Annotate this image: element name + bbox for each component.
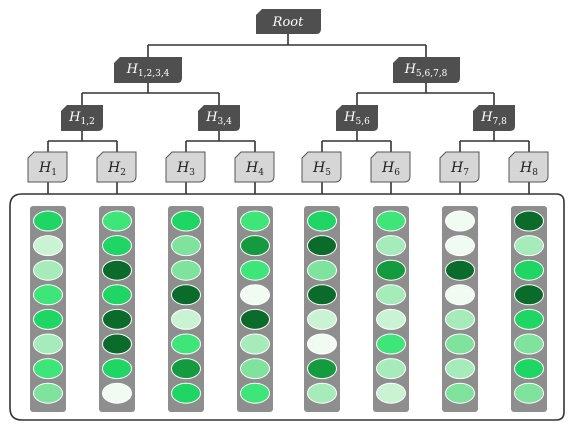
cell-2-6 xyxy=(102,333,132,355)
cell-1-1 xyxy=(33,210,63,232)
cell-1-3 xyxy=(33,259,63,281)
cell-6-6 xyxy=(376,333,406,355)
svg-text:H5,6,7,8: H5,6,7,8 xyxy=(404,62,448,79)
cell-8-8 xyxy=(514,382,544,404)
cell-4-8 xyxy=(240,382,270,404)
cell-8-2 xyxy=(514,235,544,257)
cell-7-1 xyxy=(445,210,475,232)
cell-1-8 xyxy=(33,382,63,404)
cell-5-3 xyxy=(307,259,337,281)
node-h-7-8: H7,8 xyxy=(473,105,515,131)
cell-1-2 xyxy=(33,235,63,257)
leaf-node-h5: H5 xyxy=(301,151,342,183)
cell-6-3 xyxy=(376,259,406,281)
cell-5-4 xyxy=(307,284,337,306)
cell-1-7 xyxy=(33,358,63,380)
cell-5-1 xyxy=(307,210,337,232)
root-node: Root xyxy=(256,9,321,34)
cell-5-2 xyxy=(307,235,337,257)
cell-3-1 xyxy=(171,210,201,232)
cell-2-7 xyxy=(102,358,132,380)
cell-4-3 xyxy=(240,259,270,281)
node-h-5-6-7-8: H5,6,7,8 xyxy=(393,57,460,83)
svg-text:Root: Root xyxy=(272,15,304,30)
leaf-container-box xyxy=(9,193,565,421)
svg-text:H8: H8 xyxy=(519,160,538,178)
svg-text:H5,6: H5,6 xyxy=(343,110,370,127)
cell-4-7 xyxy=(240,358,270,380)
leaf-node-h3: H3 xyxy=(165,151,206,183)
cell-6-7 xyxy=(376,358,406,380)
node-h-1-2: H1,2 xyxy=(61,105,103,131)
cell-7-2 xyxy=(445,235,475,257)
leaf-node-h2: H2 xyxy=(96,151,137,183)
cell-7-5 xyxy=(445,308,475,330)
cell-4-6 xyxy=(240,333,270,355)
cell-4-2 xyxy=(240,235,270,257)
cell-7-7 xyxy=(445,358,475,380)
svg-text:H4: H4 xyxy=(245,160,264,178)
leaf-node-h1: H1 xyxy=(27,151,68,183)
node-h-1-2-3-4: H1,2,3,4 xyxy=(114,57,182,83)
leaf-node-h6: H6 xyxy=(370,151,411,183)
cell-7-4 xyxy=(445,284,475,306)
cell-8-5 xyxy=(514,308,544,330)
cell-5-8 xyxy=(307,382,337,404)
cell-8-3 xyxy=(514,259,544,281)
leaf-columns xyxy=(30,206,547,412)
svg-text:H1,2,3,4: H1,2,3,4 xyxy=(126,62,170,79)
leaf-node-h7: H7 xyxy=(439,151,480,183)
cell-8-1 xyxy=(514,210,544,232)
cell-3-3 xyxy=(171,259,201,281)
cell-8-7 xyxy=(514,358,544,380)
cell-6-5 xyxy=(376,308,406,330)
cell-4-4 xyxy=(240,284,270,306)
svg-text:H2: H2 xyxy=(107,160,126,178)
cell-6-4 xyxy=(376,284,406,306)
cell-3-2 xyxy=(171,235,201,257)
cell-3-5 xyxy=(171,308,201,330)
cell-5-6 xyxy=(307,333,337,355)
svg-text:H1,2: H1,2 xyxy=(68,110,95,127)
cell-5-5 xyxy=(307,308,337,330)
cell-3-4 xyxy=(171,284,201,306)
node-h-5-6: H5,6 xyxy=(336,105,378,131)
cell-3-7 xyxy=(171,358,201,380)
cell-7-3 xyxy=(445,259,475,281)
cell-3-6 xyxy=(171,333,201,355)
cell-8-4 xyxy=(514,284,544,306)
cell-6-8 xyxy=(376,382,406,404)
cell-5-7 xyxy=(307,358,337,380)
cell-1-6 xyxy=(33,333,63,355)
svg-text:H5: H5 xyxy=(312,160,331,178)
leaf-node-h4: H4 xyxy=(234,151,275,183)
cell-6-1 xyxy=(376,210,406,232)
cell-2-4 xyxy=(102,284,132,306)
cell-2-2 xyxy=(102,235,132,257)
svg-text:H1: H1 xyxy=(38,160,57,178)
cell-2-3 xyxy=(102,259,132,281)
cell-3-8 xyxy=(171,382,201,404)
svg-text:H3: H3 xyxy=(176,160,195,178)
svg-text:H6: H6 xyxy=(381,160,400,178)
cell-2-5 xyxy=(102,308,132,330)
cell-7-8 xyxy=(445,382,475,404)
svg-text:H3,4: H3,4 xyxy=(205,110,232,127)
svg-text:H7,8: H7,8 xyxy=(480,110,507,127)
tree-edges xyxy=(47,34,530,194)
node-h-3-4: H3,4 xyxy=(198,105,240,131)
svg-text:H7: H7 xyxy=(450,160,469,178)
cell-6-2 xyxy=(376,235,406,257)
cell-2-8 xyxy=(102,382,132,404)
cell-7-6 xyxy=(445,333,475,355)
root-label: Root xyxy=(272,15,304,30)
cell-4-1 xyxy=(240,210,270,232)
cell-1-5 xyxy=(33,308,63,330)
cell-4-5 xyxy=(240,308,270,330)
cell-8-6 xyxy=(514,333,544,355)
cell-2-1 xyxy=(102,210,132,232)
leaf-node-h8: H8 xyxy=(508,151,549,183)
cell-1-4 xyxy=(33,284,63,306)
